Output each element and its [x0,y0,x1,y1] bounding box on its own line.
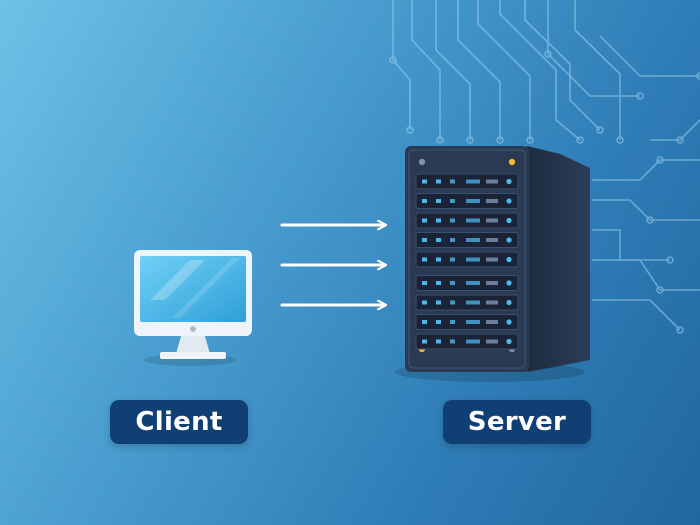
server-unit [415,173,519,190]
server-unit [415,193,519,209]
server-unit [415,314,519,330]
circuit-lines [389,0,700,334]
circuit-trace [599,35,700,77]
server-unit [415,333,519,350]
circuit-node [496,136,504,144]
request-arrows [280,225,385,305]
circuit-trace [435,0,471,140]
circuit-node [656,156,664,164]
client-label-text: Client [135,407,223,437]
circuit-trace [392,0,411,130]
circuit-node [656,286,664,294]
circuit-node [616,136,624,144]
circuit-trace [411,0,441,140]
server-rack-icon [395,146,590,382]
circuit-trace [457,0,501,140]
client-monitor-icon [134,250,252,366]
circuit-node [646,216,654,224]
circuit-node [526,136,534,144]
circuit-node [676,136,684,144]
server-units [415,173,519,350]
circuit-node [466,136,474,144]
circuit-node [666,256,674,264]
circuit-trace [650,119,700,141]
server-unit [415,212,519,229]
circuit-node [696,72,700,80]
client-label: Client [110,400,248,444]
server-unit [415,294,519,311]
circuit-node [596,126,604,134]
circuit-trace [499,0,581,141]
circuit-trace [592,259,700,291]
server-label-text: Server [467,407,567,437]
server-unit [415,275,519,291]
circuit-node [576,136,584,144]
circuit-node [544,50,552,58]
circuit-trace [524,0,601,131]
server-label: Server [443,400,591,444]
circuit-trace [592,199,700,221]
circuit-node [636,92,644,100]
circuit-trace [592,229,670,261]
server-unit [415,232,519,248]
circuit-node [389,56,397,64]
circuit-trace [592,299,681,331]
circuit-trace [477,0,531,140]
circuit-trace [592,159,700,181]
circuit-node [406,126,414,134]
circuit-node [436,136,444,144]
circuit-trace [547,0,640,97]
circuit-trace [574,0,621,140]
circuit-node [676,326,684,334]
server-unit [415,251,519,268]
